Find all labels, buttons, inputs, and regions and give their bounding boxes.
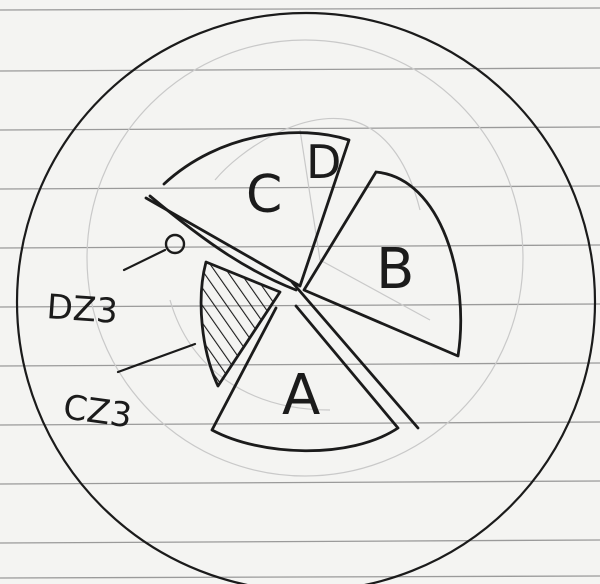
ruled-line — [0, 68, 600, 71]
sector-label-b: B — [376, 237, 414, 302]
ruled-line — [0, 576, 600, 578]
sector-label-d-faint: D — [306, 135, 341, 189]
ruled-line — [0, 8, 600, 10]
ruled-line — [0, 481, 600, 484]
ruled-line — [0, 127, 600, 130]
callout-label-dz3: DZ3 — [45, 287, 119, 332]
sector-label-c: C — [246, 165, 282, 225]
sector-label-a: A — [282, 363, 320, 428]
callout-line-upper — [124, 250, 165, 270]
ruled-line — [0, 540, 600, 543]
ruled-line — [0, 186, 600, 189]
callout-line-lower — [118, 344, 195, 372]
callout-label-cz3: CZ3 — [61, 387, 135, 436]
ruled-line — [0, 245, 600, 248]
small-circle-marker — [166, 235, 184, 253]
